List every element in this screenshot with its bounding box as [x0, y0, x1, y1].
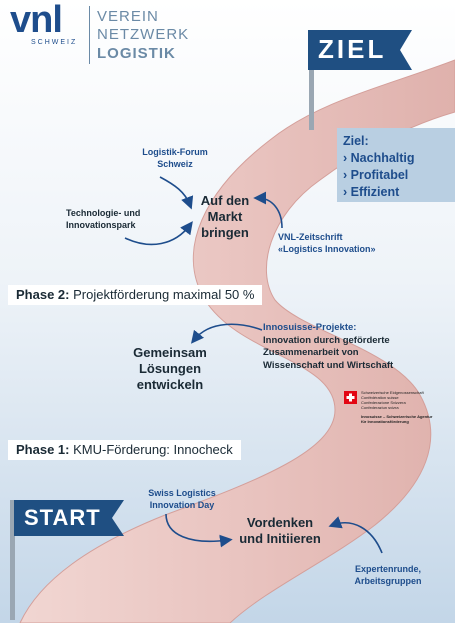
note-techpark-line-1: Technologie- und	[66, 208, 141, 218]
note-expert-line-2: Arbeitsgruppen	[354, 576, 422, 586]
logo-mark: vnl	[10, 0, 63, 41]
phase-2-banner: Phase 2: Projektförderung maximal 50 %	[8, 285, 263, 305]
goal-sign-label: ZIEL	[318, 34, 387, 64]
milestone-solutions: Gemeinsam Lösungen entwickeln	[115, 345, 225, 393]
note-techpark: Technologie- und Innovationspark	[66, 207, 140, 231]
note-innosuisse-line-1: Innosuisse-Projekte:	[263, 322, 357, 333]
curved-arrow-icon	[159, 176, 194, 210]
curved-arrow-icon	[124, 221, 193, 246]
milestone-prethink: Vordenken und Initiieren	[224, 515, 336, 547]
milestone-solutions-line-3: entwickeln	[136, 377, 204, 392]
logo-divider	[89, 6, 90, 64]
milestone-prethink-line-2: und Initiieren	[239, 531, 321, 546]
milestone-market-line-3: bringen	[201, 225, 249, 240]
curved-arrow-icon	[190, 323, 263, 344]
goal-box: Ziel: › Nachhaltig › Profitabel › Effizi…	[337, 128, 455, 202]
note-forum: Logistik-Forum Schweiz	[120, 146, 230, 170]
goal-item: › Nachhaltig	[343, 151, 415, 165]
note-forum-line-1: Logistik-Forum	[142, 147, 208, 157]
note-innoday-line-2: Innovation Day	[149, 500, 215, 510]
federal-line-3: Confederazione Svizzera	[361, 400, 406, 405]
curved-arrow-icon	[328, 516, 383, 554]
note-expert: Expertenrunde, Arbeitsgruppen	[338, 563, 438, 587]
logo-line-3: LOGISTIK	[97, 45, 176, 62]
federal-line-6: für Innovationsförderung	[361, 419, 409, 424]
note-innoday-line-1: Swiss Logistics	[148, 488, 216, 498]
logo-sub: SCHWEIZ	[31, 39, 78, 46]
goal-title: Ziel:	[343, 134, 369, 148]
note-innosuisse-line-3: Zusammenarbeit von	[263, 347, 359, 358]
federal-line-2: Confédération suisse	[361, 395, 399, 400]
note-innosuisse-line-4: Wissenschaft und Wirtschaft	[263, 359, 394, 371]
milestone-market-line-1: Auf den	[200, 193, 250, 208]
milestone-market-line-2: Markt	[207, 209, 243, 224]
phase-1-text: KMU-Förderung: Innocheck	[69, 442, 233, 457]
federal-line-1: Schweizerische Eidgenossenschaft	[361, 390, 424, 395]
goal-item: › Profitabel	[343, 168, 409, 182]
phase-1-label: Phase 1:	[16, 442, 70, 457]
phase-1-banner: Phase 1: KMU-Förderung: Innocheck	[8, 440, 241, 460]
goal-signpost	[308, 30, 412, 130]
milestone-prethink-line-1: Vordenken	[246, 515, 314, 530]
logo-line-2: NETZWERK	[97, 26, 190, 43]
road	[19, 59, 455, 623]
milestone-solutions-line-2: Lösungen	[138, 361, 202, 376]
logo-line-1: VEREIN	[97, 8, 159, 25]
note-magazine-line-2: «Logistics Innovation»	[278, 244, 376, 254]
note-innoday: Swiss Logistics Innovation Day	[132, 487, 232, 511]
milestone-market: Auf den Markt bringen	[180, 193, 270, 241]
note-magazine-line-1: VNL-Zeitschrift	[278, 232, 343, 242]
note-techpark-line-2: Innovationspark	[66, 220, 136, 230]
note-expert-line-1: Expertenrunde,	[354, 564, 421, 574]
start-signpost	[10, 500, 124, 620]
note-innosuisse-line-2: Innovation durch geförderte	[263, 334, 390, 346]
note-magazine: VNL-Zeitschrift «Logistics Innovation»	[278, 231, 376, 255]
swiss-cross-icon	[344, 391, 357, 404]
curved-arrow-icon	[253, 191, 283, 229]
milestone-solutions-line-1: Gemeinsam	[133, 345, 207, 360]
goal-item: › Effizient	[343, 185, 400, 199]
note-innosuisse: Innosuisse-Projekte: Innovation durch ge…	[263, 322, 393, 372]
curved-arrow-icon	[165, 513, 233, 548]
phase-2-text: Projektförderung maximal 50 %	[69, 287, 255, 302]
federal-line-4: Confederaziun svizra	[361, 405, 399, 410]
phase-2-label: Phase 2:	[16, 287, 70, 302]
start-sign-label: START	[24, 505, 101, 530]
federal-line-5: Innosuisse – Schweizerische Agentur	[361, 414, 433, 419]
note-forum-line-2: Schweiz	[157, 159, 193, 169]
